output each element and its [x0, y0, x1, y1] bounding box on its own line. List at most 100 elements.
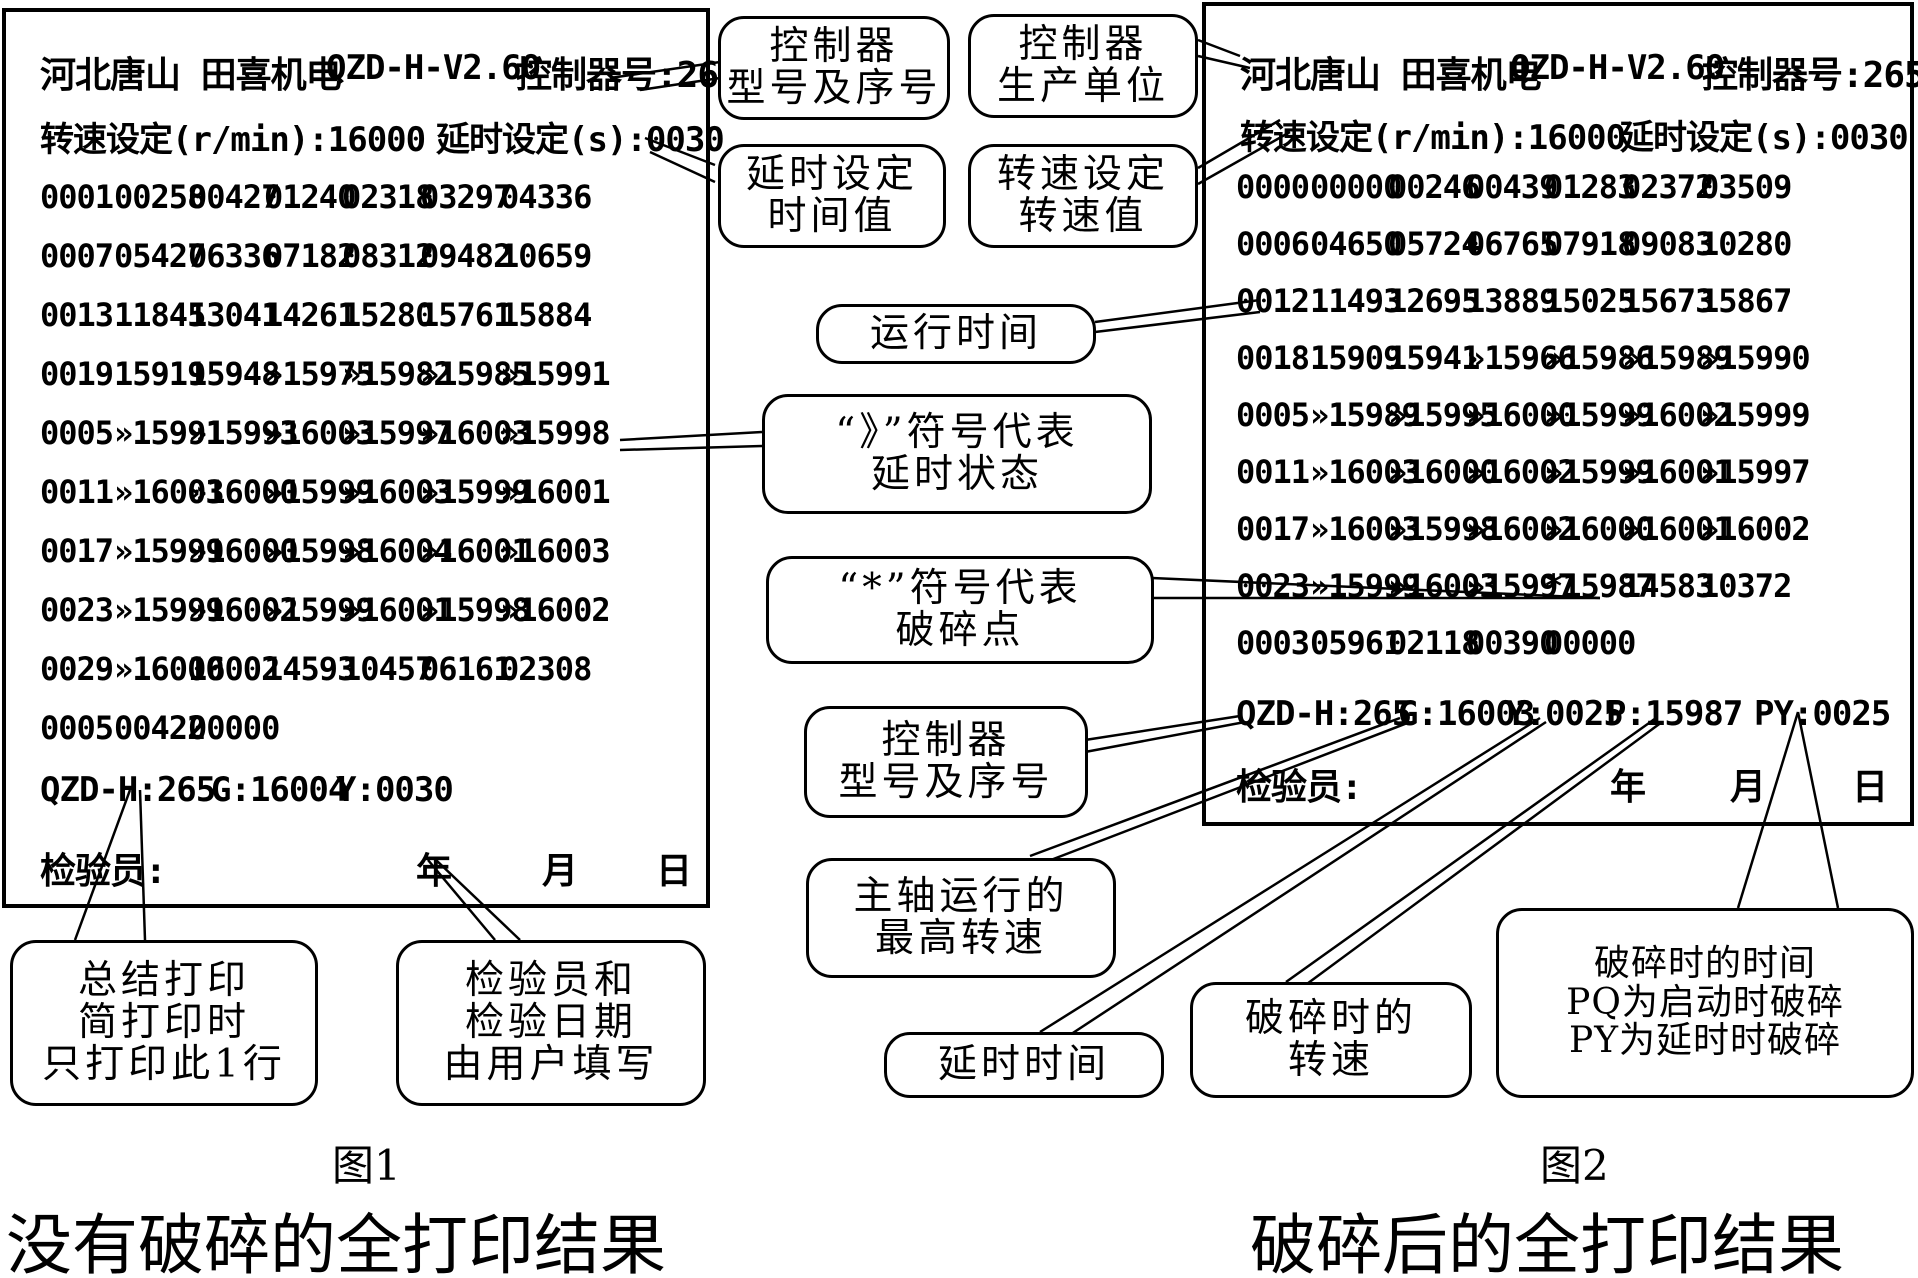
speed-value-cell: 00439 [1466, 168, 1558, 206]
speed-value-cell: »15991 [500, 355, 611, 393]
fig2-header-company: 河北唐山 田喜机电 [1240, 55, 1542, 96]
leader-break-speed-2 [1295, 720, 1663, 994]
fig2-month-label: 月 [1730, 767, 1766, 808]
figure2-caption: 破碎后的全打印结果 [1250, 1207, 1844, 1278]
speed-value-cell: »15995 [1388, 396, 1499, 434]
speed-value-cell: »15990 [1700, 339, 1811, 377]
speed-value-cell: 08312 [342, 237, 434, 275]
callout-line: PQ为启动时破碎 [1566, 981, 1844, 1023]
fig1-header-model: QZD-H-V2.60 [326, 48, 541, 88]
callout-line: “》”符号代表 [835, 409, 1079, 455]
row-index-cell: 0013 [40, 296, 114, 334]
speed-value-cell: »15997 [342, 414, 453, 452]
fig1-summary-model: QZD-H:265 [40, 770, 216, 810]
leader-fig1-delay-2 [649, 150, 716, 184]
leader-inspector-2 [435, 859, 521, 941]
row-index-cell: 0023 [40, 591, 114, 629]
speed-value-cell: 03297 [420, 178, 512, 216]
row-index-cell: 0000 [1236, 168, 1310, 206]
speed-value-cell: »16001 [1622, 510, 1733, 548]
speed-value-cell: 10457 [342, 650, 434, 688]
fig2-speed-setting: 转速设定(r/min):16000 [1240, 118, 1626, 158]
leader-speed-setting [1197, 118, 1281, 170]
speed-value-cell: »15999 [264, 591, 375, 629]
speed-value-cell: »16003 [264, 414, 375, 452]
speed-value-cell: »15966 [1466, 339, 1577, 377]
speed-value-cell: »15993 [188, 414, 299, 452]
speed-value-cell: 15909 [1310, 339, 1402, 377]
speed-value-cell: »16004 [342, 532, 453, 570]
leader-break-time [1736, 711, 1800, 909]
leader-break-point [1151, 576, 1601, 600]
speed-value-cell: »15998 [264, 532, 375, 570]
callout-line: 控制器 [881, 717, 1011, 763]
callout-break-time: 破碎时的时间 PQ为启动时破碎 PY为延时时破碎 [1496, 908, 1914, 1098]
speed-value-cell: »15999 [1544, 453, 1655, 491]
speed-value-cell: 06161 [420, 650, 512, 688]
fig2-inspector-label: 检验员: [1236, 767, 1363, 808]
speed-value-cell: »16003 [342, 473, 453, 511]
leader-delay-time [1039, 716, 1541, 1034]
speed-value-cell: 00246 [1388, 168, 1480, 206]
speed-value-cell: »16002 [1622, 396, 1733, 434]
leader-run-time [1094, 298, 1261, 324]
callout-line: 延时状态 [870, 452, 1043, 497]
speed-value-cell: 05961 [1310, 624, 1402, 662]
speed-value-cell: 15673 [1622, 282, 1714, 320]
callout-delay-state-symbol: “》”符号代表 延时状态 [762, 394, 1152, 514]
speed-value-cell: »16002 [1700, 510, 1811, 548]
figure1-printout: 河北唐山 田喜机电 QZD-H-V2.60 控制器号:265 转速设定(r/mi… [2, 8, 740, 908]
speed-value-cell: 15884 [500, 296, 592, 334]
speed-value-cell: »15999 [1700, 396, 1811, 434]
leader-manufacturer [1197, 38, 1241, 58]
speed-value-cell: »16000 [114, 650, 225, 688]
speed-value-cell: 01240 [264, 178, 356, 216]
callout-line: 延时时间 [937, 1041, 1110, 1087]
speed-value-cell: »16002 [1466, 510, 1577, 548]
speed-value-cell: 02372 [1622, 168, 1714, 206]
speed-value-cell: »15991 [114, 414, 225, 452]
speed-value-cell: 00422 [114, 709, 206, 747]
callout-delay-setting-value: 延时设定 时间值 [718, 144, 946, 248]
speed-value-cell: »15998 [500, 414, 611, 452]
callout-line: 生产单位 [996, 64, 1169, 109]
speed-value-cell: 00258 [114, 178, 206, 216]
row-index-cell: 0001 [40, 178, 114, 216]
leader-fig2-model [1084, 714, 1241, 742]
speed-value-cell: »16003 [420, 414, 531, 452]
leader-delay-time-2 [1049, 720, 1547, 1050]
row-index-cell: 0005 [1236, 396, 1310, 434]
speed-value-cell: 00390 [1466, 624, 1558, 662]
callout-max-speed: 主轴运行的 最高转速 [806, 858, 1116, 978]
callout-line: 型号及序号 [726, 66, 942, 111]
fig1-day-label: 日 [656, 851, 692, 892]
speed-value-cell: 15025 [1544, 282, 1636, 320]
callout-line: 只打印此1行 [42, 1042, 286, 1088]
speed-value-cell: 07182 [264, 237, 356, 275]
speed-value-cell: 15948 [188, 355, 280, 393]
leader-manufacturer-2 [1197, 54, 1251, 70]
callout-line: 转速 [1287, 1038, 1374, 1083]
callout-manufacturer: 控制器 生产单位 [968, 14, 1198, 118]
callout-line: 由用户填写 [443, 1042, 659, 1088]
leader-break-time-2 [1796, 711, 1840, 909]
speed-value-cell: 15919 [114, 355, 206, 393]
speed-value-cell: 05724 [1388, 225, 1480, 263]
callout-break-speed: 破碎时的 转速 [1190, 982, 1472, 1098]
speed-value-cell: 03509 [1700, 168, 1792, 206]
speed-value-cell: »16001 [500, 473, 611, 511]
leader-fig1-model [609, 60, 721, 80]
speed-value-cell: »15998 [1388, 510, 1499, 548]
leader-fig2-model-2 [1084, 720, 1246, 754]
figure2-printout: 河北唐山 田喜机电 QZD-H-V2.60 控制器号:265 转速设定(r/mi… [1202, 2, 1918, 826]
speed-value-cell: 09083 [1622, 225, 1714, 263]
callout-line: 时间值 [767, 194, 897, 239]
callout-fig1-model-serial: 控制器 型号及序号 [718, 16, 950, 120]
speed-value-cell: »16001 [342, 591, 453, 629]
fig1-inspector-label: 检验员: [40, 851, 167, 892]
row-index-cell: 0003 [1236, 624, 1310, 662]
speed-value-cell: »16001 [420, 532, 531, 570]
callout-line: 总结打印 [77, 957, 250, 1003]
callout-line: 转速值 [1018, 194, 1148, 239]
